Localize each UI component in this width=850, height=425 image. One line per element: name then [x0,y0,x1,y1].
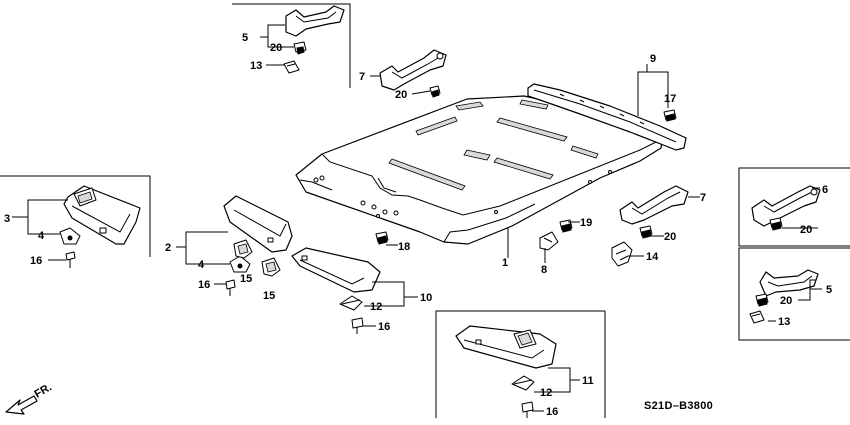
diagram-code: S21D–B3800 [644,400,713,412]
callout-15-a: 15 [240,273,252,285]
callout-9: 9 [650,53,656,65]
front-direction-label: FR. [33,381,54,400]
sunvisor-10-main [291,247,381,293]
clip-20-top [293,41,307,55]
callout-12-bottom: 12 [540,387,552,399]
callout-4-center: 4 [198,259,205,271]
cap-13-right [749,310,765,324]
callout-20-inset-6: 20 [800,224,812,236]
callout-14: 14 [646,251,659,263]
callout-3: 3 [4,213,10,225]
callout-16-lower: 16 [378,321,390,333]
hook-14 [611,241,633,267]
callout-20-mid: 20 [395,89,407,101]
callout-19: 19 [580,217,592,229]
grab-handle-5-right [759,269,819,297]
callout-20-top: 20 [270,42,282,54]
inset-box-left-sunvisor [0,175,151,257]
hook-12-bottom [511,375,535,391]
callout-11: 11 [582,375,594,387]
screw-16-bottom [521,401,534,418]
screw-16-lower [351,317,364,334]
callout-7-top: 7 [359,71,365,83]
grab-handle-7-top [379,49,447,91]
callout-1: 1 [502,257,508,269]
callout-6: 6 [822,184,828,196]
callout-10: 10 [420,292,432,304]
sunvisor-left-inset [63,185,141,245]
grab-handle-top [285,5,345,37]
clip-18 [375,231,389,245]
callout-16-center: 16 [198,279,210,291]
hook-12-center [339,295,363,311]
callout-8: 8 [541,264,547,276]
callout-20-right: 20 [664,231,676,243]
callout-5-right: 5 [826,284,832,296]
bracket-4-left [59,227,81,245]
clip-17 [663,109,677,122]
roof-lining-panel [295,95,664,245]
inset-box-right-handle-5 [738,247,850,341]
roof-rail-garnish [527,83,687,151]
screw-16-center [225,279,236,296]
clip-20-mid [429,85,441,98]
sunvisor-2-main [223,195,293,253]
cap-8 [539,231,559,251]
callout-18: 18 [398,241,410,253]
inset-box-bottom-sunvisor [435,310,606,418]
callout-13-right: 13 [778,316,790,328]
clip-20-inset-5 [755,293,769,307]
inset-box-right-handle-6 [738,167,850,247]
front-direction-arrow: FR. [5,381,54,415]
sunvisor-11 [455,325,557,369]
callout-13-top: 13 [250,60,262,72]
callout-2: 2 [165,242,171,254]
callout-17: 17 [664,93,676,105]
grab-handle-6 [751,185,821,227]
leader-lines [12,24,822,412]
bracket-4-center [229,255,251,273]
callout-16-left: 16 [30,255,42,267]
clip-15-b [261,257,281,277]
callout-16-bottom: 16 [546,406,558,418]
callout-7-right: 7 [700,192,706,204]
inset-box-top-grab-handle [232,3,351,88]
callout-5-top: 5 [242,32,248,44]
callout-20-inset-5: 20 [780,295,792,307]
grab-handle-7-right [619,185,689,225]
clip-15-a [233,239,253,259]
callout-12-center: 12 [370,301,382,313]
callout-15-b: 15 [263,290,275,302]
clip-20-inset-6 [769,217,783,231]
cap-13-top [283,60,300,74]
screw-16-left [65,251,76,268]
callout-4-left: 4 [38,230,45,242]
